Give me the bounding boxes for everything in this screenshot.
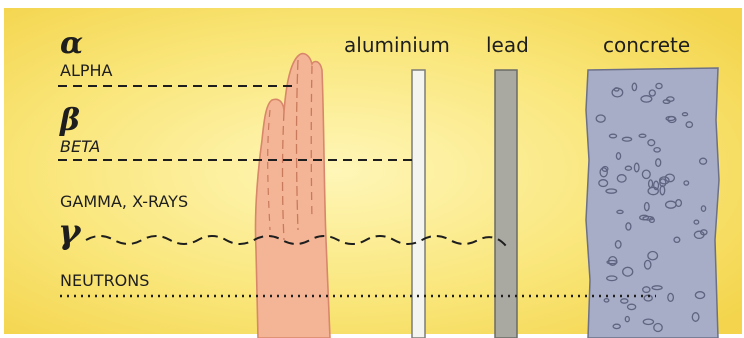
gamma-label: GAMMA, X-RAYS (60, 192, 188, 211)
beta-label: BETA (60, 137, 100, 156)
gamma-symbol: γ (58, 212, 82, 252)
aluminium-label: aluminium (344, 33, 450, 57)
aluminium-sheet (412, 70, 425, 338)
alpha-label: ALPHA (60, 61, 113, 80)
lead-sheet (495, 70, 517, 338)
beta-symbol: β (59, 103, 80, 138)
alpha-symbol: α (60, 26, 83, 61)
lead-label: lead (486, 33, 529, 57)
neutron-label: NEUTRONS (60, 271, 149, 290)
concrete-label: concrete (603, 33, 690, 57)
concrete-block (586, 68, 719, 338)
